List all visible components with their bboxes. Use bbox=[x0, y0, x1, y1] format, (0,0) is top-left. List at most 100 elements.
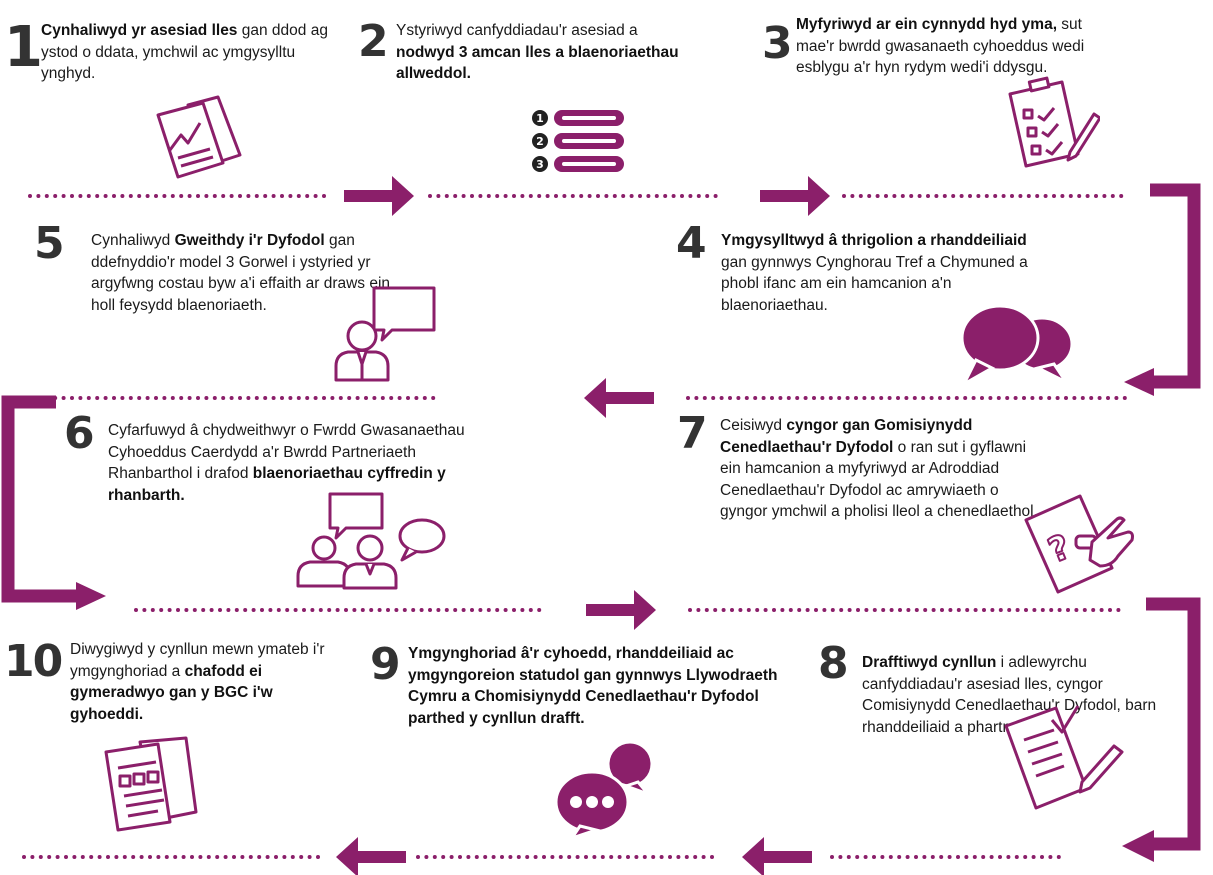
connector-dot bbox=[424, 855, 429, 859]
connector-dot bbox=[972, 855, 977, 859]
list-number: 2 bbox=[536, 135, 544, 148]
connector-dot bbox=[86, 396, 91, 400]
connector-dot bbox=[959, 194, 964, 198]
connector-dot bbox=[814, 608, 818, 612]
connector-dot bbox=[845, 396, 850, 400]
connector-dot bbox=[248, 855, 253, 859]
connector-dot bbox=[753, 396, 758, 400]
connector-dot bbox=[1052, 194, 1056, 198]
connector-dot bbox=[229, 194, 234, 198]
connector-dot bbox=[1060, 194, 1065, 198]
connector-dot bbox=[431, 396, 436, 400]
connector-dot bbox=[280, 194, 284, 198]
connector-dot bbox=[198, 855, 203, 859]
arrow-left bbox=[742, 837, 812, 875]
connector-dot bbox=[428, 194, 432, 198]
connector-dot bbox=[567, 855, 572, 859]
connector-dot bbox=[954, 396, 959, 400]
connector-dot bbox=[70, 396, 74, 400]
connector-dot bbox=[478, 608, 483, 612]
connector-dot bbox=[862, 396, 867, 400]
connector-dot bbox=[805, 608, 810, 612]
connector-dot bbox=[156, 855, 161, 859]
connector-dot bbox=[330, 396, 335, 400]
connector-dot bbox=[290, 855, 295, 859]
list-number-badge bbox=[532, 156, 548, 172]
connector-dot bbox=[746, 608, 751, 612]
connector-dot bbox=[154, 194, 158, 198]
connector-dot bbox=[313, 194, 318, 198]
connector-dot bbox=[402, 608, 407, 612]
connector-dot bbox=[896, 396, 900, 400]
connector-dot bbox=[305, 194, 310, 198]
connector-dot bbox=[280, 396, 284, 400]
connector-dot bbox=[872, 855, 876, 859]
connector-dot bbox=[444, 194, 449, 198]
connector-dot bbox=[486, 194, 491, 198]
connector-dot bbox=[243, 608, 248, 612]
connector-dot bbox=[196, 396, 200, 400]
list-number: 3 bbox=[536, 158, 544, 171]
connector-dot bbox=[659, 855, 664, 859]
connector-dot bbox=[453, 608, 458, 612]
connector-dot bbox=[414, 396, 419, 400]
connector-dot bbox=[946, 396, 951, 400]
connector-dot bbox=[134, 608, 138, 612]
connector-dot bbox=[579, 194, 584, 198]
step-bold: Drafftiwyd cynllun bbox=[862, 654, 997, 671]
connector-dot bbox=[842, 194, 846, 198]
connector-dot bbox=[44, 194, 49, 198]
connector-dot bbox=[377, 608, 382, 612]
connector-dot bbox=[1024, 608, 1028, 612]
connector-dot bbox=[596, 194, 600, 198]
connector-dot bbox=[184, 608, 189, 612]
connector-dot bbox=[162, 396, 167, 400]
connector-dot bbox=[470, 194, 474, 198]
connector-dot bbox=[1047, 396, 1052, 400]
connector-dot bbox=[558, 855, 563, 859]
connector-dot bbox=[131, 855, 136, 859]
connector-dot bbox=[196, 194, 200, 198]
connector-dot bbox=[863, 855, 868, 859]
connector-dot bbox=[770, 396, 774, 400]
connector-dot bbox=[676, 855, 681, 859]
connector-dot bbox=[128, 396, 133, 400]
connector-dot bbox=[956, 608, 961, 612]
connector-dot bbox=[554, 194, 558, 198]
connector-dot bbox=[938, 396, 942, 400]
connector-dot bbox=[61, 396, 66, 400]
connector-dot bbox=[449, 855, 454, 859]
list-bar-line bbox=[562, 139, 616, 143]
connector-dot bbox=[1077, 194, 1082, 198]
step-number: 5 bbox=[34, 218, 65, 269]
connector-dot bbox=[575, 855, 580, 859]
connector-dot bbox=[1026, 194, 1031, 198]
connector-dot bbox=[218, 608, 222, 612]
connector-dot bbox=[296, 194, 301, 198]
connector-dot bbox=[948, 608, 953, 612]
connector-dot bbox=[173, 855, 178, 859]
connector-dot bbox=[145, 396, 150, 400]
connector-dot bbox=[257, 855, 262, 859]
connector-dot bbox=[909, 194, 914, 198]
connector-dot bbox=[839, 608, 844, 612]
connector-dot bbox=[441, 855, 446, 859]
connector-dot bbox=[422, 396, 427, 400]
connector-dot bbox=[638, 194, 642, 198]
connector-dot bbox=[584, 855, 588, 859]
connector-dot bbox=[122, 855, 127, 859]
connector-dot bbox=[251, 608, 256, 612]
connector-dot bbox=[187, 194, 192, 198]
connector-dot bbox=[1122, 396, 1127, 400]
step-lead: Ystyriwyd canfyddiadau'r asesiad a bbox=[396, 22, 638, 39]
connector-dot bbox=[53, 194, 58, 198]
step-rest: gan ddod ag ystod o ddata, ymchwil ac ym… bbox=[41, 22, 328, 82]
connector-dot bbox=[187, 396, 192, 400]
connector-dot bbox=[322, 194, 326, 198]
connector-dot bbox=[386, 608, 390, 612]
connector-dot bbox=[461, 194, 466, 198]
connector-dot bbox=[838, 855, 843, 859]
connector-dot bbox=[508, 855, 513, 859]
connector-dot bbox=[1082, 608, 1087, 612]
connector-dot bbox=[728, 396, 732, 400]
